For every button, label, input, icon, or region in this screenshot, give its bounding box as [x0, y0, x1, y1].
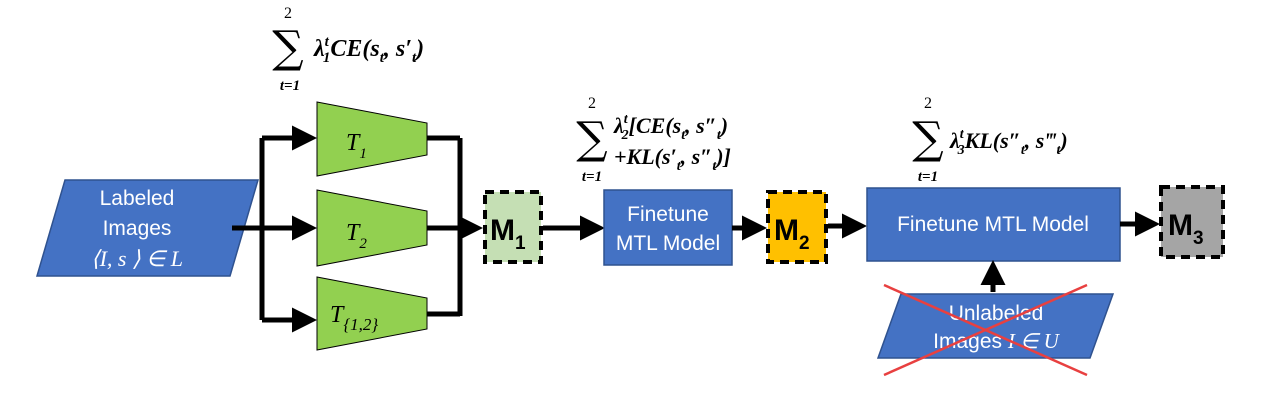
loss2-sigma-icon: ∑: [576, 113, 607, 164]
finetune2-label: Finetune MTL Model: [897, 213, 1089, 236]
labeled-images-math: ⟨I, s ⟩ ∈ L: [91, 246, 183, 271]
model-m2-label: M2: [774, 214, 810, 254]
finetune1-line2: MTL Model: [616, 232, 720, 255]
model-m1: M1: [483, 190, 543, 264]
teacher-t2-label: T2: [346, 220, 367, 252]
unlabeled-line2: Images I ∈ U: [933, 329, 1060, 353]
teacher-t12-label: T{1,2}: [330, 302, 378, 334]
teacher-t12: T{1,2}: [316, 276, 428, 351]
loss2-line2: +KL(s′t, s″t)]: [614, 144, 731, 174]
cross-out-icon: [883, 283, 1088, 377]
model-m3-label: M3: [1168, 209, 1204, 249]
finetune-node-1: Finetune MTL Model: [603, 189, 733, 266]
loss2-sum-top: 2: [588, 95, 596, 112]
finetune1-line1: Finetune: [627, 203, 709, 226]
unlabeled-line1: Unlabeled: [949, 302, 1044, 325]
fanout-connectors: [232, 125, 317, 333]
loss3-sum-top: 2: [924, 95, 932, 112]
model-m1-label: M1: [490, 214, 526, 254]
loss1-sigma-icon: ∑: [272, 22, 303, 73]
finetune-node-2: Finetune MTL Model: [866, 187, 1121, 262]
loss2-sum-bottom: t=1: [582, 169, 602, 185]
loss3-sigma-icon: ∑: [912, 113, 943, 164]
fanin-connectors: [427, 135, 483, 317]
loss1-sum-top: 2: [284, 5, 292, 22]
loss3-sum-bottom: t=1: [918, 169, 938, 185]
labeled-images-line1: Labeled: [100, 187, 175, 210]
model-m2: M2: [766, 190, 828, 264]
model-m3: M3: [1159, 185, 1225, 259]
teacher-t1-label: T1: [346, 130, 367, 162]
teacher-t2: T2: [316, 189, 428, 267]
labeled-images-line2: Images: [103, 217, 172, 240]
labeled-images-node: Labeled Images ⟨I, s ⟩ ∈ L: [36, 179, 259, 277]
teacher-t1: T1: [316, 101, 428, 177]
loss1-sum-bottom: t=1: [280, 78, 300, 94]
